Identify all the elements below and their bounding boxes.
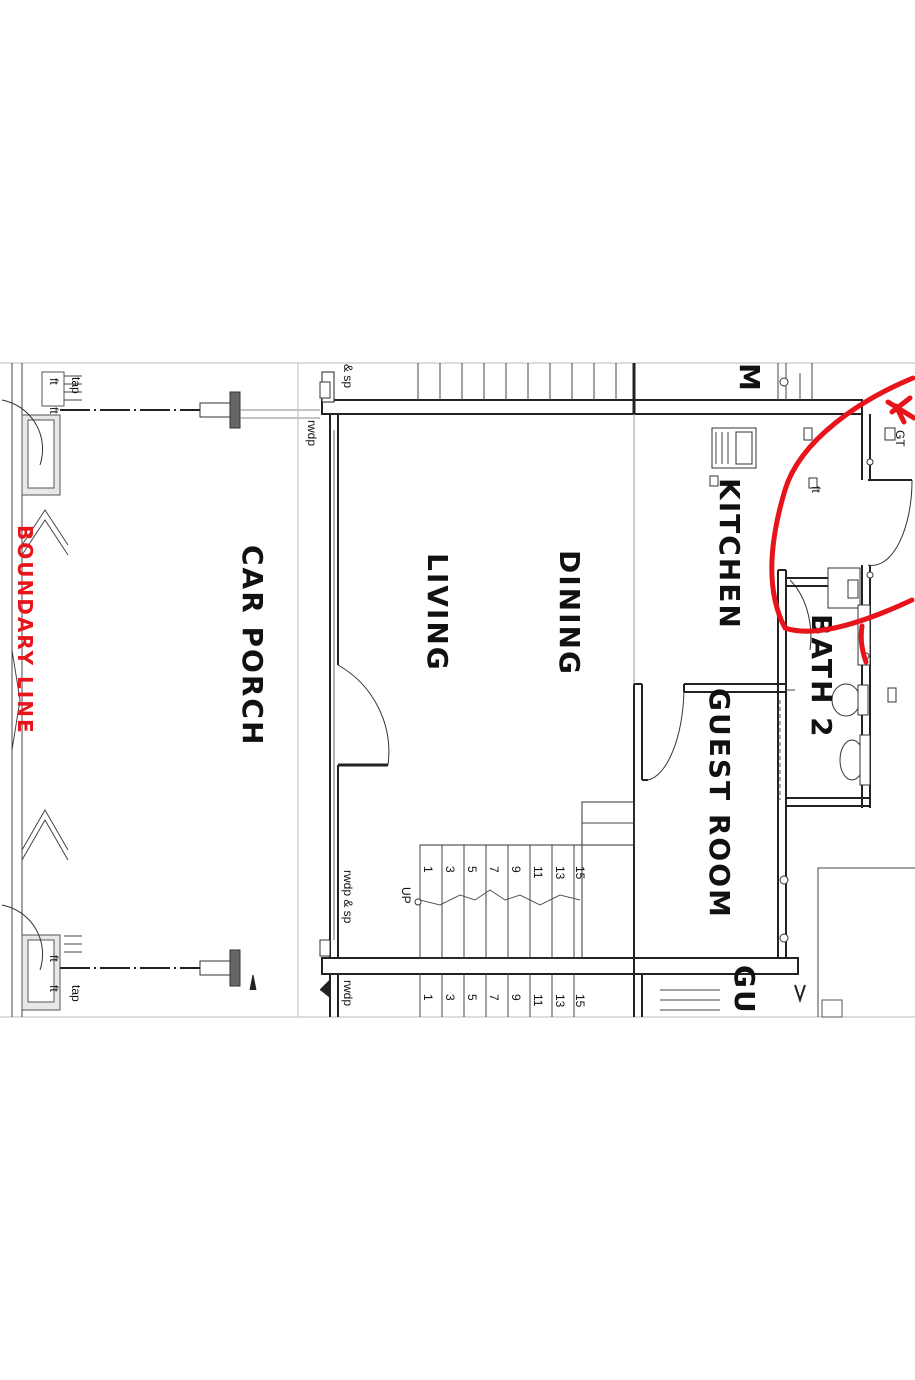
- room-label-dining: DINING: [553, 550, 586, 676]
- arrow-marker-right: [794, 984, 806, 1004]
- stair-number-upper-8: 15: [573, 866, 587, 880]
- bath-fixtures: [827, 567, 871, 786]
- stair-number-lower-3: 5: [465, 994, 479, 1001]
- building-walls: [321, 363, 915, 1018]
- room-label-partial-top: M: [733, 363, 766, 393]
- ft-box: [808, 477, 818, 489]
- stair-number-lower-6: 11: [531, 994, 545, 1007]
- stair-number-upper-2: 3: [443, 866, 457, 873]
- sp-label-top: & sp: [341, 364, 355, 388]
- rwdp-label-bottom: rwdp: [341, 980, 355, 1006]
- stair-number-upper-3: 5: [465, 866, 479, 873]
- stair-number-lower-4: 7: [487, 994, 501, 1001]
- ft-label-2: ft: [47, 407, 61, 414]
- room-label-kitchen: KITCHEN: [713, 478, 746, 630]
- tap-label-top: tap: [69, 377, 83, 394]
- boundary-line-label: BOUNDARY LINE: [13, 525, 37, 735]
- bath-vent-box: [887, 687, 897, 703]
- top-stair-lines: [417, 363, 617, 400]
- marker-low: [779, 933, 789, 943]
- gate-post-bottom: [1, 904, 241, 1011]
- arrow-marker-porch: [249, 974, 257, 991]
- rwdp-label-top: rwdp: [305, 420, 319, 446]
- tap-label-bottom: tap: [69, 985, 83, 1002]
- stair-number-upper-1: 1: [421, 866, 435, 873]
- stair-number-upper-7: 13: [553, 866, 567, 880]
- stair-number-lower-1: 1: [421, 994, 435, 1001]
- pipe-marker-mid: [319, 939, 331, 957]
- floor-trap-box: [803, 427, 813, 441]
- stair-number-lower-2: 3: [443, 994, 457, 1001]
- ft-label-3: ft: [47, 955, 61, 962]
- post-bottom: [229, 949, 241, 987]
- room-label-car-porch: CAR PORCH: [236, 545, 269, 746]
- stair-number-lower-8: 15: [573, 994, 587, 1008]
- room-label-guest-room: GUEST ROOM: [703, 688, 736, 919]
- gate-post-top: [1, 371, 241, 496]
- post-top: [229, 391, 241, 429]
- ft-label-4: ft: [47, 985, 61, 992]
- room-label-bath-2: BATH 2: [805, 614, 838, 739]
- room-label-partial-bottom: GU: [728, 965, 761, 1015]
- marker-mid: [779, 875, 789, 885]
- marker-right-2: [866, 571, 874, 579]
- gully-trap-box: [884, 427, 896, 441]
- marker-right-1: [866, 458, 874, 466]
- stair-number-lower-7: 13: [553, 994, 567, 1008]
- stair-number-lower-5: 9: [509, 994, 523, 1001]
- kitchen-sink: [711, 427, 757, 469]
- rwdp-sp-label-mid: rwdp & sp: [341, 870, 355, 924]
- gt-label: GT: [893, 430, 907, 447]
- ft-label-1: ft: [47, 378, 61, 385]
- marker-top: [779, 377, 789, 387]
- stair-number-upper-4: 7: [487, 866, 501, 873]
- stair-number-upper-6: 11: [531, 866, 545, 879]
- room-label-living: LIVING: [421, 553, 454, 672]
- stair-number-upper-5: 9: [509, 866, 523, 873]
- ft-kitchen-label: ft: [809, 486, 823, 493]
- kitchen-tap-box: [709, 475, 719, 487]
- stair-up-label: UP: [399, 887, 413, 904]
- red-markup-circle: [769, 375, 915, 665]
- staircase: [414, 801, 635, 1017]
- arrow-marker-lower: [319, 978, 331, 998]
- pipe-marker-top: [319, 381, 331, 399]
